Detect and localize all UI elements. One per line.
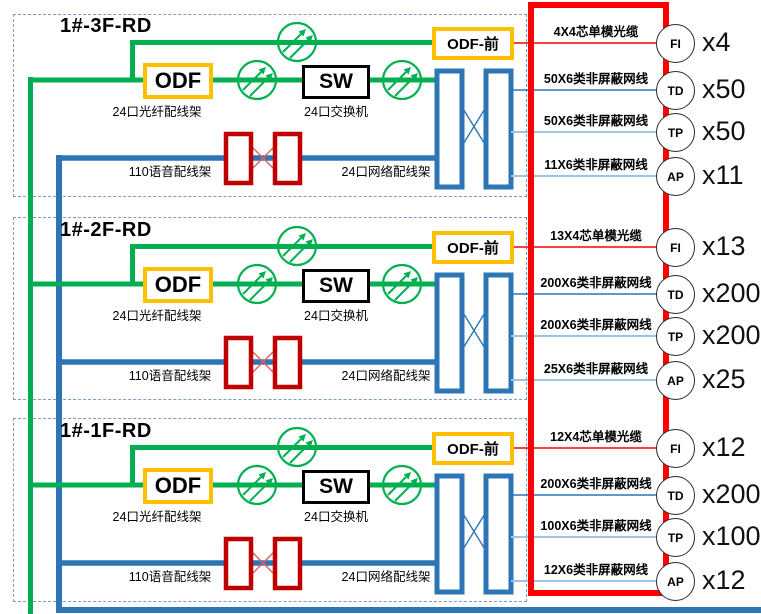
- floor-title: 1#-3F-RD: [60, 15, 152, 37]
- count-label: x100: [702, 521, 761, 551]
- cable-label: 13X4芯单模光缆: [550, 229, 642, 243]
- voice-panel-caption: 110语音配线架: [128, 165, 212, 179]
- node-circle-fi: FI: [656, 228, 695, 267]
- node-circle-tp: TP: [656, 518, 695, 557]
- node-circle-tp: TP: [656, 317, 695, 356]
- count-label: x200: [702, 479, 761, 509]
- odf-front-box: ODF-前: [432, 27, 514, 60]
- cable-label: 200X6类非屏蔽网线: [540, 276, 652, 290]
- count-label: x12: [702, 565, 746, 595]
- floor-title: 1#-2F-RD: [60, 219, 152, 241]
- count-label: x11: [702, 160, 744, 190]
- count-label: x12: [702, 432, 746, 462]
- switch-box: SW: [302, 65, 370, 99]
- floor-boundary-2f: [13, 217, 527, 400]
- switch-caption: 24口交换机: [304, 309, 368, 323]
- count-label: x50: [702, 116, 746, 146]
- odf-front-box: ODF-前: [432, 432, 514, 465]
- count-label: x13: [702, 231, 746, 261]
- odf-caption: 24口光纤配线架: [112, 105, 202, 119]
- voice-panel-caption: 110语音配线架: [128, 570, 212, 584]
- cable-label: 11X6类非屏蔽网线: [544, 158, 648, 172]
- cable-label: 25X6类非屏蔽网线: [543, 362, 649, 376]
- cable-label: 200X6类非屏蔽网线: [540, 318, 652, 332]
- count-label: x50: [702, 74, 746, 104]
- cable-label: 12X6类非屏蔽网线: [543, 563, 649, 577]
- node-circle-ap: AP: [656, 562, 695, 601]
- odf-front-box: ODF-前: [432, 231, 514, 264]
- count-label: x4: [702, 27, 731, 57]
- count-label: x200: [702, 278, 761, 308]
- node-circle-fi: FI: [656, 429, 695, 468]
- cable-label: 200X6类非屏蔽网线: [540, 477, 652, 491]
- odf-box: ODF: [143, 267, 213, 303]
- floor-boundary-1f: [13, 418, 527, 602]
- cable-label: 50X6类非屏蔽网线: [543, 114, 649, 128]
- switch-caption: 24口交换机: [304, 105, 368, 119]
- floor-title: 1#-1F-RD: [60, 420, 152, 442]
- odf-caption: 24口光纤配线架: [112, 510, 202, 524]
- voice-panel-caption: 110语音配线架: [128, 369, 212, 383]
- node-circle-td: TD: [656, 71, 695, 110]
- cable-label: 12X4芯单模光缆: [550, 430, 642, 444]
- node-circle-td: TD: [656, 476, 695, 515]
- odf-caption: 24口光纤配线架: [112, 309, 202, 323]
- node-circle-fi: FI: [656, 24, 695, 63]
- switch-box: SW: [302, 269, 370, 303]
- node-circle-ap: AP: [656, 361, 695, 400]
- node-circle-td: TD: [656, 275, 695, 314]
- cable-label: 100X6类非屏蔽网线: [540, 519, 652, 533]
- network-panel-caption: 24口网络配线架: [341, 570, 431, 584]
- odf-box: ODF: [143, 468, 213, 504]
- node-circle-ap: AP: [656, 157, 695, 196]
- network-panel-caption: 24口网络配线架: [341, 165, 431, 179]
- network-panel-caption: 24口网络配线架: [341, 369, 431, 383]
- floor-boundary-3f: [13, 14, 527, 197]
- node-circle-tp: TP: [656, 113, 695, 152]
- odf-box: ODF: [143, 63, 213, 99]
- switch-caption: 24口交换机: [304, 510, 368, 524]
- count-label: x25: [702, 364, 746, 394]
- cable-highlight-frame: [528, 2, 669, 596]
- cable-label: 50X6类非屏蔽网线: [543, 72, 649, 86]
- switch-box: SW: [302, 470, 370, 504]
- cable-label: 4X4芯单模光缆: [553, 25, 639, 39]
- count-label: x200: [702, 320, 761, 350]
